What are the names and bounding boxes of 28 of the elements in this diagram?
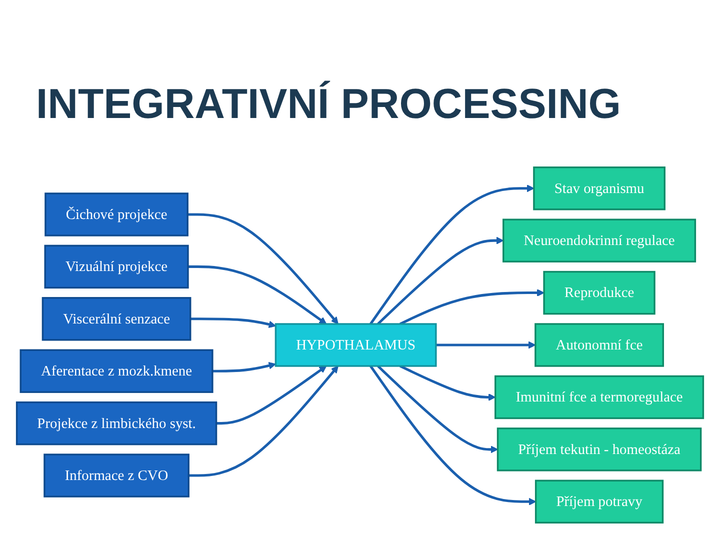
arrow	[188, 265, 327, 324]
arrow	[399, 289, 544, 326]
node-box: Aferentace z mozk.kmene	[20, 349, 214, 393]
arrow	[370, 184, 534, 325]
node-box: Viscerální senzace	[42, 297, 192, 341]
node-box: Čichové projekce	[44, 192, 188, 236]
arrow	[370, 365, 536, 506]
arrow	[190, 318, 276, 328]
title: INTEGRATIVNÍ PROCESSING	[36, 80, 621, 128]
node-box: HYPOTHALAMUS	[274, 323, 437, 367]
node-box: Informace z CVO	[44, 454, 190, 498]
arrow	[188, 366, 338, 477]
node-box: Reprodukce	[543, 270, 656, 315]
node-box: Příjem tekutin - homeostáza	[496, 428, 702, 472]
arrow	[216, 366, 327, 425]
node-box: Autonomní fce	[534, 323, 664, 367]
arrow	[399, 364, 496, 401]
arrow	[436, 341, 536, 349]
arrow	[212, 362, 276, 372]
node-box: Příjem potravy	[534, 480, 664, 524]
arrow	[377, 365, 498, 454]
arrow	[188, 213, 338, 324]
node-box: Neuroendokrinní regulace	[502, 218, 696, 262]
node-box: Projekce z limbického syst.	[16, 401, 218, 446]
node-box: Imunitní fce a termoregulace	[494, 375, 704, 420]
node-box: Stav organismu	[533, 166, 666, 210]
arrow	[377, 236, 504, 325]
node-box: Vizuální projekce	[44, 244, 189, 289]
